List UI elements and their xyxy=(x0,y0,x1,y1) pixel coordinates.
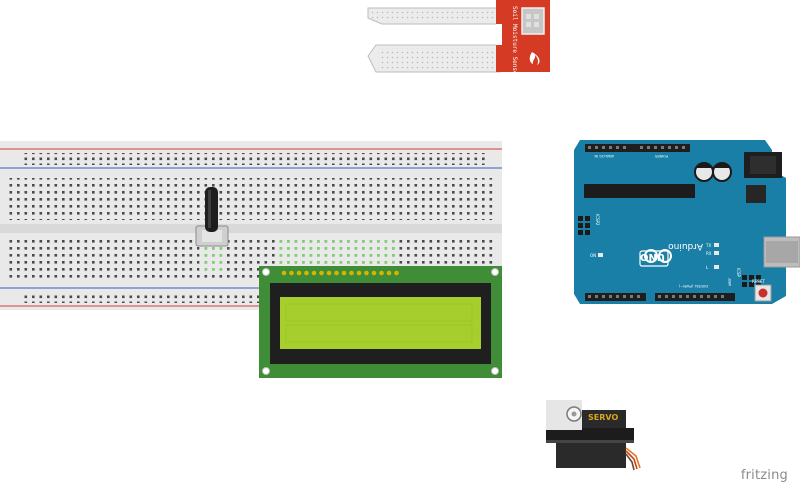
servo-motor: SERVO xyxy=(546,400,641,471)
lcd-header-pins xyxy=(281,270,399,276)
servo-label: SERVO xyxy=(588,413,618,422)
digital-label: DIGITAL (PWM~) xyxy=(678,284,708,288)
icsp2-header xyxy=(578,216,590,235)
pot-knob xyxy=(205,187,218,232)
breadboard-channel xyxy=(0,224,502,233)
arduino-board xyxy=(574,140,786,304)
uno-logo-text: UNO xyxy=(640,251,665,262)
reset-button-cap[interactable] xyxy=(758,288,768,298)
lcd-screen xyxy=(280,297,481,349)
voltage-regulator xyxy=(746,185,766,203)
reset-label: RESET xyxy=(752,279,765,284)
analog-label: ANALOG IN xyxy=(594,154,614,158)
sensor-logo-icon xyxy=(529,52,540,65)
power-label: POWER xyxy=(654,154,668,158)
sensor-label: Soil Moisture Sensor xyxy=(511,6,518,79)
aref-label: AREF xyxy=(728,278,732,286)
on-led xyxy=(598,253,603,257)
tx-label: TX xyxy=(705,243,711,248)
lcd-display xyxy=(259,266,502,378)
servo-mount-tab xyxy=(546,428,634,440)
icsp2-label: ICSP2 xyxy=(595,214,600,226)
l-led xyxy=(714,265,719,269)
microcontroller-chip xyxy=(584,184,695,198)
rx-label: RX xyxy=(706,251,712,256)
fritzing-watermark: fritzing xyxy=(740,468,788,483)
pot-connection-holes xyxy=(199,246,222,274)
soil-moisture-sensor: Soil Moisture Sensor xyxy=(367,0,550,79)
arduino-brand-text: Arduino xyxy=(668,241,703,251)
header-analog-power xyxy=(585,144,690,152)
sensor-connector xyxy=(521,7,545,35)
on-label: ON xyxy=(590,253,596,258)
potentiometer xyxy=(195,187,229,247)
header-digital-low xyxy=(585,293,646,301)
tx-led xyxy=(714,243,719,247)
rx-led xyxy=(714,251,719,255)
icsp-label: ICSP xyxy=(736,268,741,278)
infinity-logo-icon xyxy=(644,249,672,263)
servo-wires xyxy=(625,447,641,469)
breadboard xyxy=(0,141,502,310)
lcd-character-cells xyxy=(285,303,473,343)
l-label: L xyxy=(706,265,709,270)
arduino-uno: ANALOG IN POWER ICSP2 ON UNO Arduino TX … xyxy=(574,140,800,304)
